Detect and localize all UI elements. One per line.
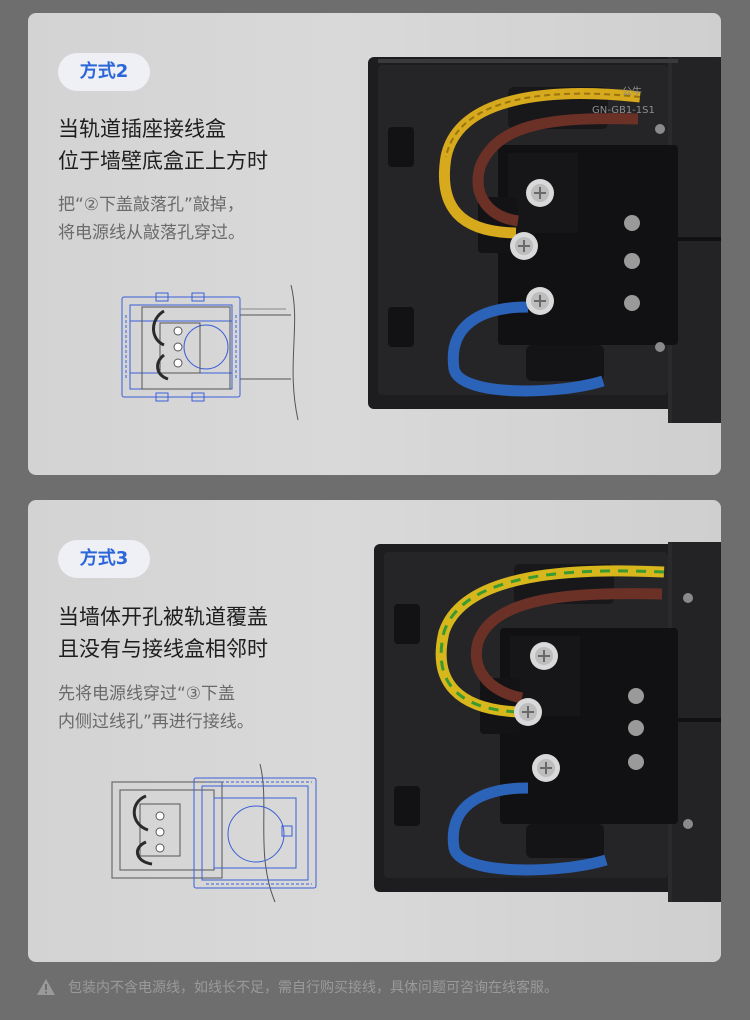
method-3-badge: 方式3 [58,540,150,578]
product-brand-text: 公牛 [622,85,642,98]
method-3-description: 先将电源线穿过“③下盖 内侧过线孔”再进行接线。 [58,680,358,736]
method-3-description-line-1: 先将电源线穿过“③下盖 [58,684,236,704]
method-3-junction-box-photo [374,542,721,902]
warning-triangle-icon [37,979,55,995]
method-3-headline-line-1: 当墙体开孔被轨道覆盖 [58,605,268,629]
method-3-card: 方式3 当墙体开孔被轨道覆盖 且没有与接线盒相邻时 先将电源线穿过“③下盖 内侧… [28,500,721,962]
method-3-headline-line-2: 且没有与接线盒相邻时 [58,637,268,661]
method-2-description-line-1: 把“②下盖敲落孔”敲掉， [58,195,244,215]
method-2-description-line-2: 将电源线从敲落孔穿过。 [58,223,245,243]
product-model-text: GN-GB1-1S1 [592,105,655,116]
method-2-headline-line-1: 当轨道插座接线盒 [58,117,226,141]
footer-notice: 包装内不含电源线，如线长不足，需自行购买接线，具体问题可咨询在线客服。 [36,974,726,1000]
method-2-headline: 当轨道插座接线盒 位于墙壁底盒正上方时 [58,113,358,177]
footer-notice-text: 包装内不含电源线，如线长不足，需自行购买接线，具体问题可咨询在线客服。 [68,980,558,996]
method-2-wiring-diagram [121,284,299,421]
method-3-headline: 当墙体开孔被轨道覆盖 且没有与接线盒相邻时 [58,601,358,665]
method-2-card: 方式2 当轨道插座接线盒 位于墙壁底盒正上方时 把“②下盖敲落孔”敲掉， 将电源… [28,13,721,475]
method-3-wiring-diagram [111,763,317,903]
method-2-badge: 方式2 [58,53,150,91]
method-2-headline-line-2: 位于墙壁底盒正上方时 [58,149,268,173]
method-3-description-line-2: 内侧过线孔”再进行接线。 [58,712,254,732]
method-2-junction-box-photo: 公牛 GN-GB1-1S1 [368,57,721,423]
method-2-description: 把“②下盖敲落孔”敲掉， 将电源线从敲落孔穿过。 [58,191,358,247]
